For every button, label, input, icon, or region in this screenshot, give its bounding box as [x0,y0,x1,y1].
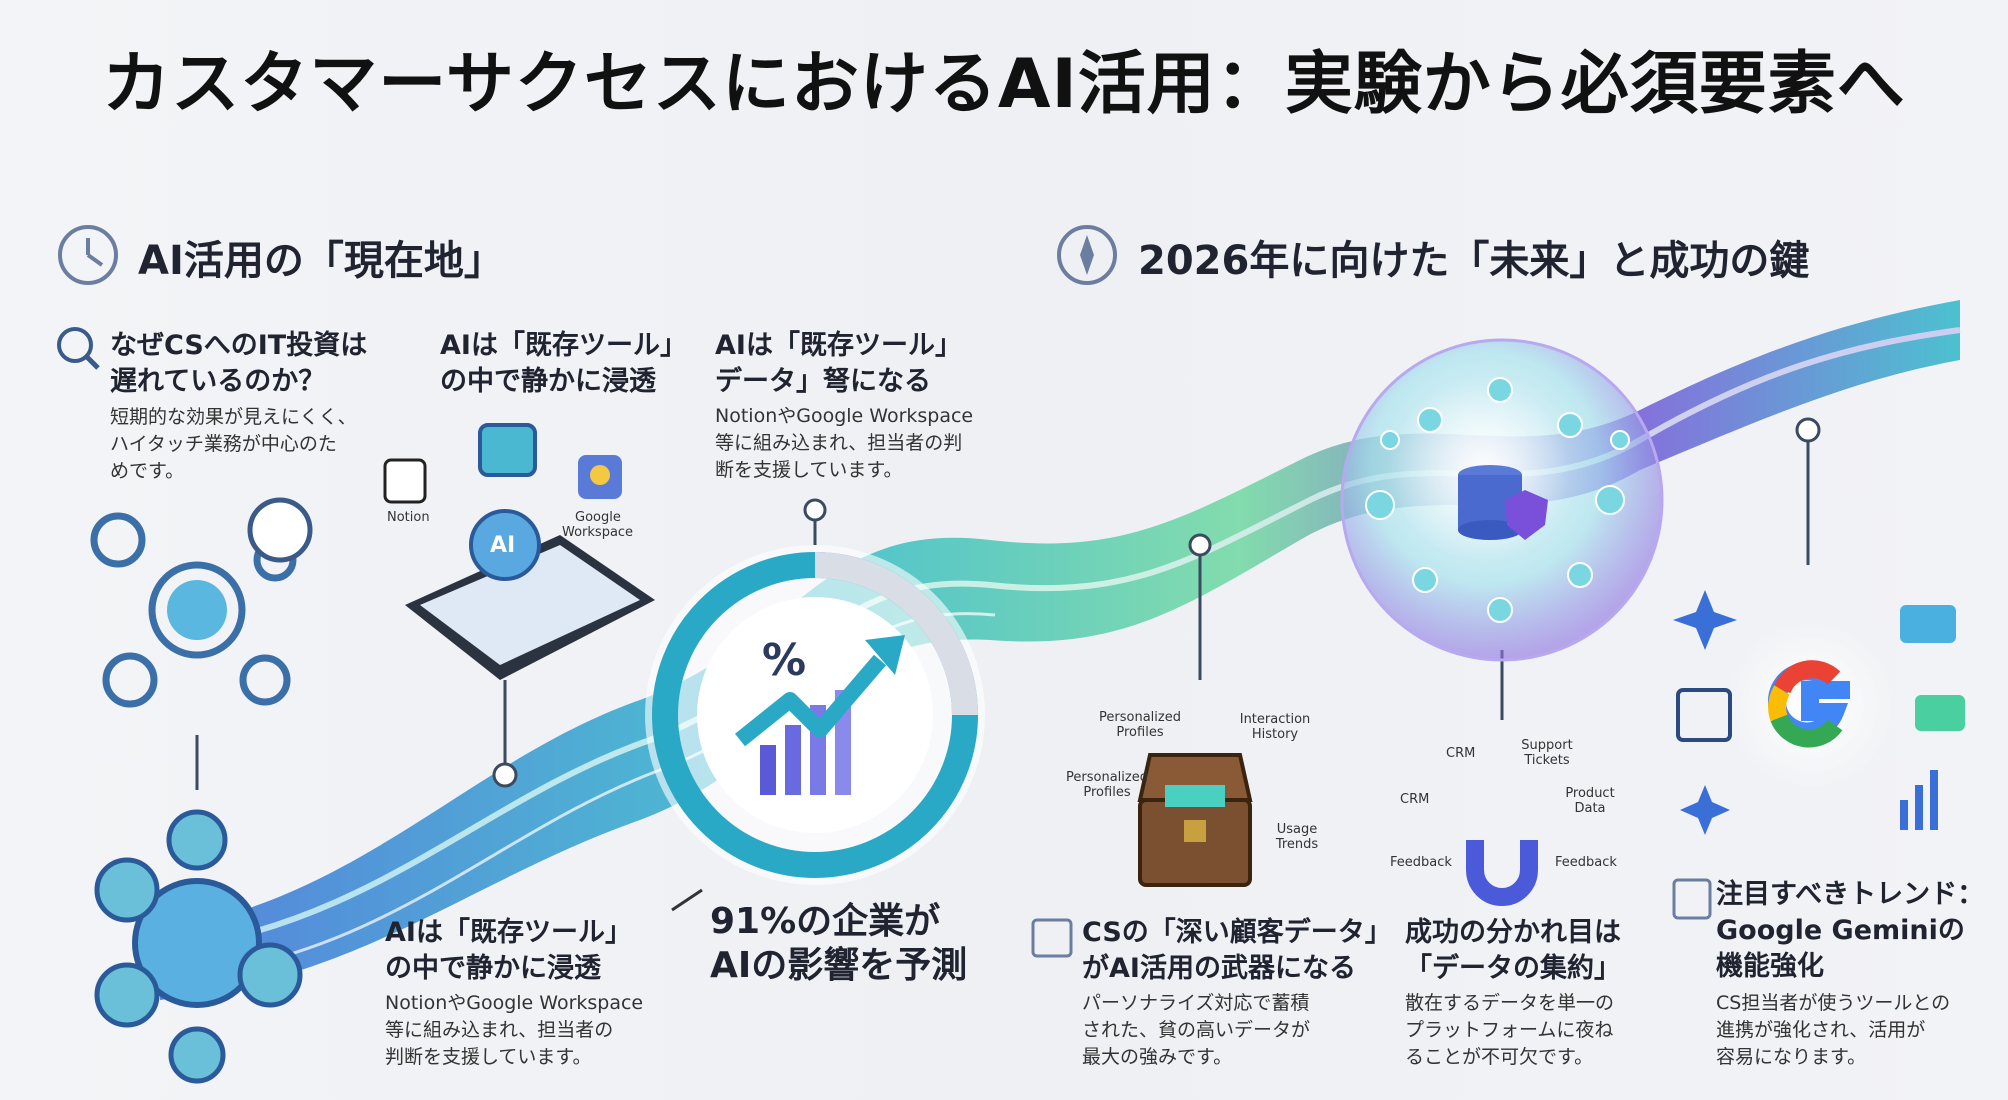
chest-label-usage-line-1: Usage [1276,822,1318,837]
why-heading-line-1: なぜCSへのIT投資は [110,330,368,361]
cloud-label-support-line-1: Support [1521,738,1573,753]
section-current-heading: AI活用の「現在地」 [138,238,504,284]
trend-body-line-2: 進携が強化され、活用が [1716,1019,1926,1041]
aggregate-body-line-3: ることが不可欠です。 [1405,1046,1594,1068]
deep-data-card: CSの「深い顧客データ」 がAI活用の武器になる [1082,915,1392,987]
data-top-heading-line-2: データ」弩になる [715,366,931,397]
cloud-label-product: Product Data [1555,786,1625,816]
tools-top-heading-line-2: の中で静かに浸透 [440,366,656,397]
why-body-line-1: 短期的な効果が見えにくく、 [110,406,357,428]
stat-block: 91%の企業が AIの影響を予測 [710,900,990,988]
chest-label-personalized-top: Personalized Profiles [1095,710,1185,740]
trend-body: CS担当者が使うツールとの 進携が強化され、活用が 容易になります。 [1716,990,1986,1071]
data-top-body-line-3: 断を支援しています。 [715,459,903,481]
tools-bottom-body-line-1: NotionやGoogle Workspace [385,992,644,1014]
google-label-line-2: Workspace [562,525,634,540]
chest-label-usage-line-2: Trends [1275,837,1319,852]
deep-body-line-3: 最大の強みです。 [1082,1046,1233,1068]
why-body: 短期的な効果が見えにくく、 ハイタッチ業務が中心のた めです。 [110,404,390,485]
trend-card: 注目すべきトレンド： Google Geminiの 機能強化 [1716,877,1986,985]
stat-line-1: 91%の企業が [710,901,941,942]
cloud-label-feedback-b: Feedback [1555,855,1617,870]
cloud-label-crm-a: CRM [1446,746,1476,761]
deep-heading-line-2: がAI活用の武器になる [1082,953,1356,984]
cloud-label-product-line-1: Product [1565,786,1615,801]
notion-label: Notion [387,510,430,525]
aggregate-heading-line-2: 「データの集約」 [1405,953,1621,984]
tools-bottom-body-line-3: 判断を支援しています。 [385,1046,592,1068]
tools-bottom-body: NotionやGoogle Workspace 等に組み込まれ、担当者の 判断を… [385,990,685,1071]
data-top-body: NotionやGoogle Workspace 等に組み込まれ、担当者の判 断を… [715,403,1015,484]
cloud-label-support-line-2: Tickets [1524,753,1570,768]
aggregate-body-line-1: 散在するデータを単一の [1405,992,1615,1014]
cloud-label-crm-b: CRM [1400,792,1430,807]
page-title: カスタマーサクセスにおけるAI活用：実験から必須要素へ [102,45,1906,124]
stat-line-2: AIの影響を予測 [710,945,968,986]
deep-body: パーソナライズ対応で蓄積 された、貧の高いデータが 最大の強みです。 [1082,990,1382,1071]
trend-heading-line-1: 注目すべきトレンド： [1716,879,1985,910]
chest-label-personalized-left-line-1: Personalized [1066,770,1148,785]
why-heading-line-2: 遅れているのか？ [110,366,326,397]
data-top-card: AIは「既存ツール」 データ」弩になる [715,328,1015,400]
chest-label-interaction-line-1: Interaction [1239,712,1311,727]
cloud-label-feedback-a: Feedback [1390,855,1452,870]
trend-heading-line-2: Google Geminiの [1716,915,1965,946]
tools-top-card: AIは「既存ツール」 の中で静かに浸透 [440,328,700,400]
ai-badge-label: AI [490,533,516,558]
tools-bottom-heading-line-1: AIは「既存ツール」 [385,917,632,948]
tools-bottom-body-line-2: 等に組み込まれ、担当者の [385,1019,614,1041]
percent-glyph: % [762,635,807,686]
tools-bottom-card: AIは「既存ツール」 の中で静かに浸透 [385,915,665,987]
tools-top-heading-line-1: AIは「既存ツール」 [440,330,687,361]
trend-body-line-1: CS担当者が使うツールとの [1716,992,1951,1014]
chest-label-interaction: Interaction History [1230,712,1320,742]
why-card: なぜCSへのIT投資は 遅れているのか？ [110,328,390,400]
cloud-label-product-line-2: Data [1574,801,1606,816]
chest-label-personalized-top-line-1: Personalized [1099,710,1181,725]
chest-label-personalized-left: Personalized Profiles [1062,770,1152,800]
chest-label-personalized-left-line-2: Profiles [1083,785,1131,800]
deep-body-line-1: パーソナライズ対応で蓄積 [1082,992,1310,1014]
why-body-line-2: ハイタッチ業務が中心のた [110,433,337,455]
data-top-body-line-2: 等に組み込まれ、担当者の判 [715,432,963,454]
chest-label-usage: Usage Trends [1262,822,1332,852]
deep-body-line-2: された、貧の高いデータが [1082,1019,1311,1041]
chest-label-interaction-line-2: History [1251,727,1299,742]
cloud-label-support: Support Tickets [1512,738,1582,768]
aggregate-card: 成功の分かれ目は 「データの集約」 [1405,915,1665,987]
deep-heading-line-1: CSの「深い顧客データ」 [1082,917,1392,948]
section-future-heading: 2026年に向けた「未来」と成功の鍵 [1138,238,1810,284]
trend-heading-line-3: 機能強化 [1716,951,1824,982]
aggregate-body-line-2: プラットフォームに夜ね [1405,1019,1614,1041]
why-body-line-3: めです。 [110,460,185,482]
aggregate-body: 散在するデータを単一の プラットフォームに夜ね ることが不可欠です。 [1405,990,1665,1071]
chest-label-personalized-top-line-2: Profiles [1116,725,1164,740]
data-top-body-line-1: NotionやGoogle Workspace [715,405,974,427]
tools-bottom-heading-line-2: の中で静かに浸透 [385,953,601,984]
aggregate-heading-line-1: 成功の分かれ目は [1405,917,1621,948]
google-label-line-1: Google [575,510,621,525]
data-top-heading-line-1: AIは「既存ツール」 [715,330,962,361]
trend-body-line-3: 容易になります。 [1716,1046,1867,1068]
